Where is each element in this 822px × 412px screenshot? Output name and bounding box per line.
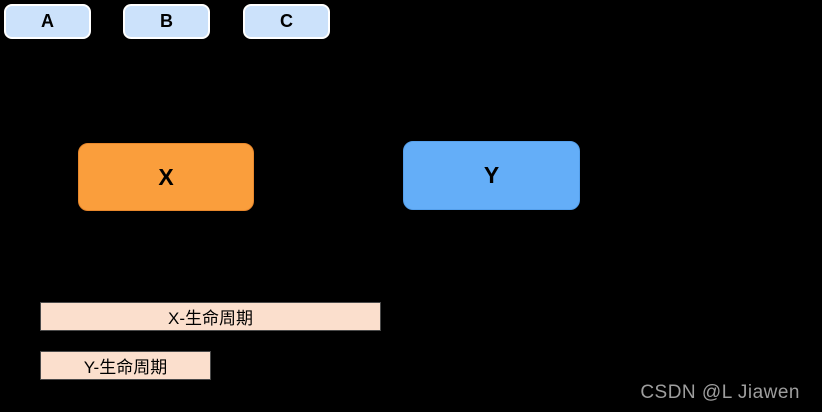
y-lifecycle-label: Y-生命周期 [83, 358, 168, 377]
y-lifecycle-bar: Y-生命周期 [40, 351, 211, 380]
node-c: C [243, 4, 330, 39]
x-lifecycle-bar: X-生命周期 [40, 302, 381, 331]
node-x: X [78, 143, 254, 211]
node-b: B [123, 4, 210, 39]
node-a: A [4, 4, 91, 39]
csdn-watermark: CSDN @L Jiawen [640, 382, 800, 403]
node-c-label: C [280, 11, 293, 31]
x-lifecycle-label: X-生命周期 [168, 309, 253, 328]
node-b-label: B [160, 11, 173, 31]
node-y-label: Y [483, 162, 500, 188]
node-y: Y [403, 141, 580, 210]
node-a-label: A [41, 11, 54, 31]
node-x-label: X [158, 163, 174, 190]
